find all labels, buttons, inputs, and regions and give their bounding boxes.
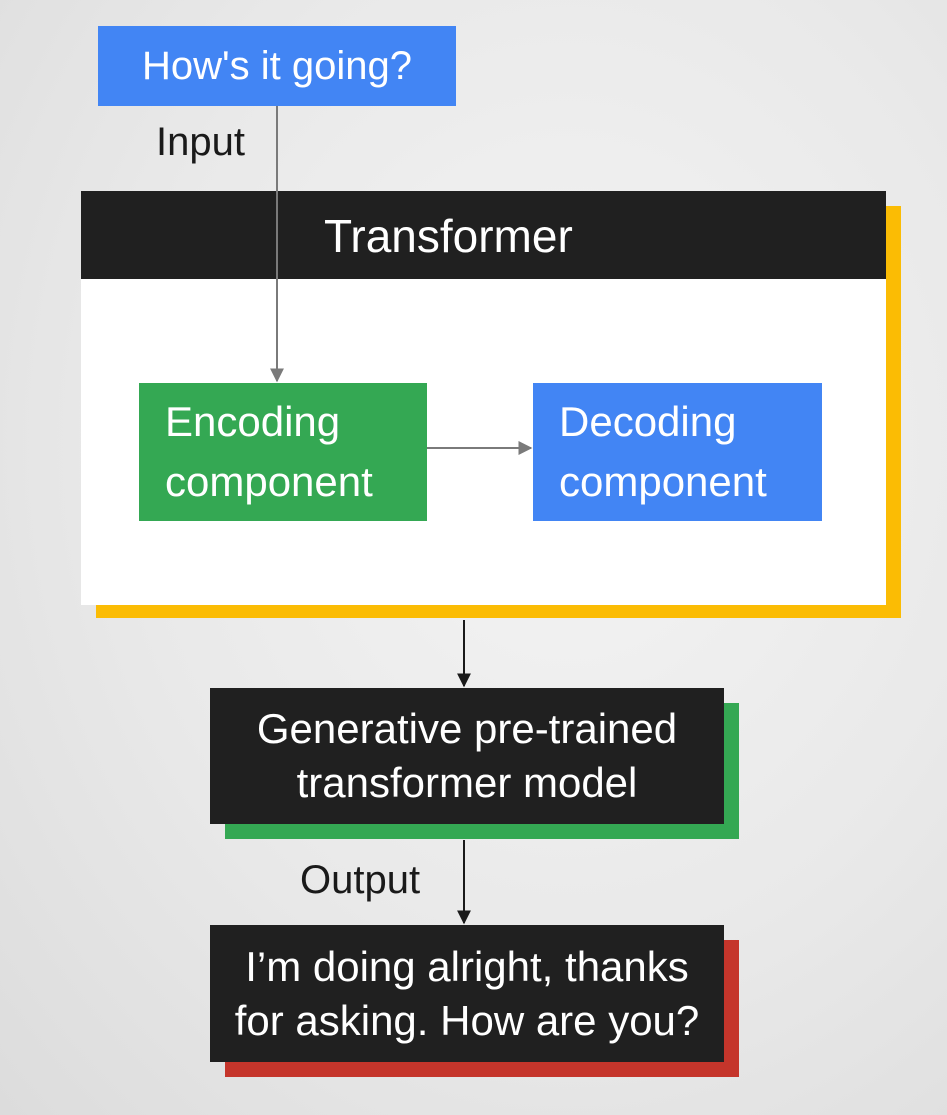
gpt-line2: transformer model bbox=[296, 759, 638, 806]
decoding-component: Decoding component bbox=[533, 383, 822, 521]
output-line2: for asking. How are you? bbox=[234, 996, 700, 1044]
input-text: How's it going? bbox=[142, 43, 412, 88]
transformer-title: Transformer bbox=[324, 210, 573, 262]
encoding-component: Encoding component bbox=[139, 383, 427, 521]
gpt-line1: Generative pre-trained bbox=[256, 705, 678, 752]
decoding-line1: Decoding bbox=[559, 398, 737, 445]
gpt-model-box: Generative pre-trained transformer model bbox=[210, 688, 724, 824]
input-box: How's it going? bbox=[98, 26, 456, 106]
encoding-line1: Encoding bbox=[165, 398, 341, 445]
decoding-line2: component bbox=[559, 458, 767, 505]
output-line1: I’m doing alright, thanks bbox=[245, 942, 689, 990]
transformer-header: Transformer bbox=[81, 191, 886, 279]
output-box: I’m doing alright, thanks for asking. Ho… bbox=[210, 925, 724, 1062]
output-label: Output bbox=[300, 858, 421, 902]
input-label: Input bbox=[156, 120, 245, 164]
encoding-line2: component bbox=[165, 458, 373, 505]
